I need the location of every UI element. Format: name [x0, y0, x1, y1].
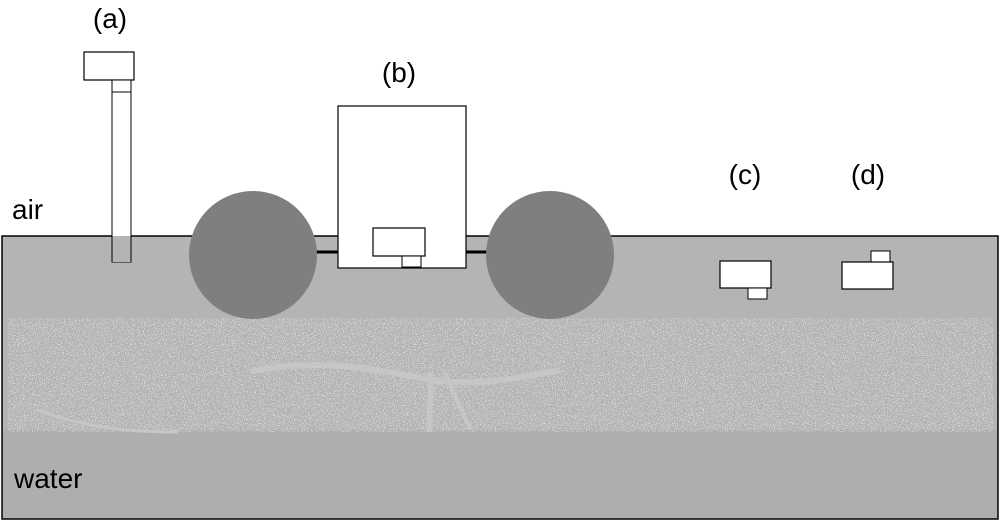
- sensor-b-body: [372, 227, 426, 257]
- label-d: (d): [851, 159, 885, 190]
- sensor-d: [841, 250, 894, 290]
- float-right: [486, 191, 614, 319]
- label-c: (c): [729, 159, 762, 190]
- sensor-a-head: [83, 51, 135, 81]
- sensor-c: [719, 260, 772, 300]
- sensor-a-on-pole: [83, 51, 135, 263]
- underwater-vegetation: [8, 318, 993, 434]
- water-lower-layer: [3, 430, 997, 518]
- sensor-d-tab: [870, 250, 891, 263]
- float-left: [189, 191, 317, 319]
- label-air: air: [12, 194, 43, 225]
- label-b: (b): [382, 57, 416, 88]
- sensor-c-tab: [747, 287, 768, 300]
- floating-platform-b: [189, 105, 614, 319]
- sensor-c-body: [719, 260, 772, 289]
- sensor-b-tab: [401, 255, 422, 268]
- pole-a: [111, 78, 132, 263]
- label-a: (a): [93, 3, 127, 34]
- label-water: water: [13, 463, 82, 494]
- sensor-d-body: [841, 261, 894, 290]
